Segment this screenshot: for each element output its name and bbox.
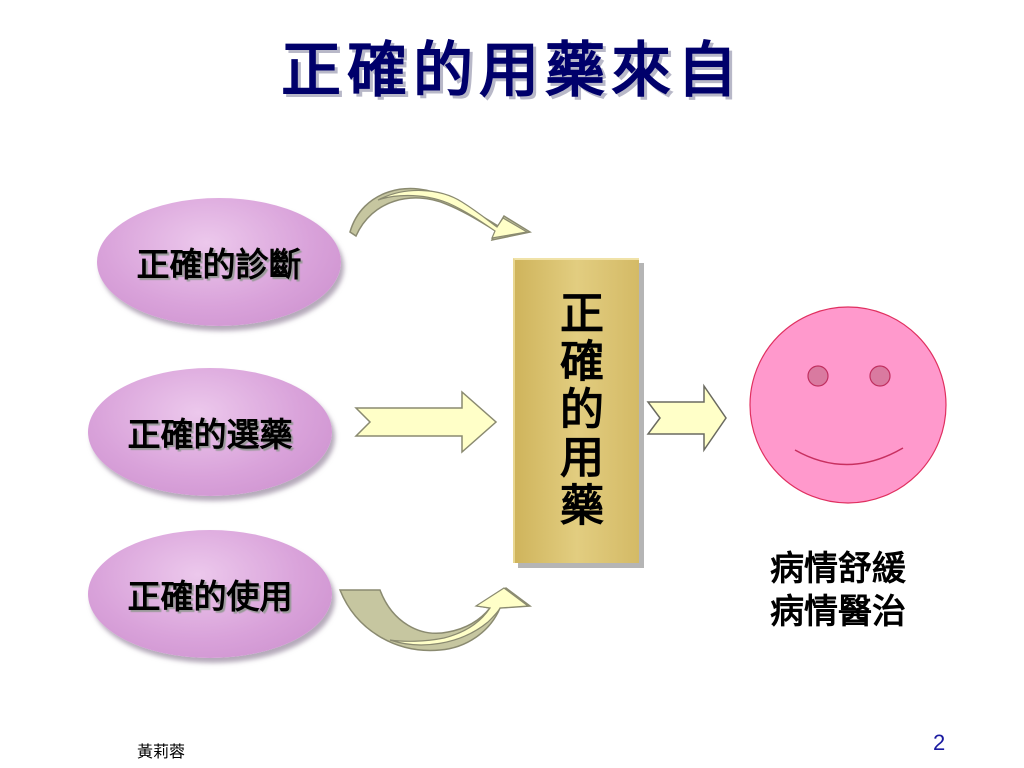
footer-author: 黃莉蓉	[137, 742, 186, 761]
curved-arrow-bottom	[338, 587, 533, 652]
center-box: 正確的用藥	[513, 258, 639, 563]
result-line-2: 病情醫治	[770, 592, 906, 632]
slide-title: 正確的用藥來自	[281, 36, 743, 106]
input-ellipse-drug-selection: 正確的選藥	[88, 368, 332, 496]
input-ellipse-diagnosis: 正確的診斷	[97, 198, 341, 326]
input-label-usage: 正確的使用	[127, 577, 293, 616]
input-label-drug-selection: 正確的選藥	[127, 415, 293, 454]
center-box-label: 正確的用藥	[552, 290, 603, 530]
input-ellipse-usage: 正確的使用	[88, 530, 332, 658]
result-line-1: 病情舒緩	[770, 549, 906, 589]
arrow-to-result	[646, 383, 727, 453]
curved-arrow-top	[349, 187, 532, 242]
page-number: 2	[933, 730, 946, 755]
straight-arrow-middle	[354, 390, 498, 454]
input-label-diagnosis: 正確的診斷	[136, 245, 302, 284]
result-text: 病情舒緩 病情醫治	[770, 548, 906, 634]
smiley-face	[749, 306, 947, 504]
